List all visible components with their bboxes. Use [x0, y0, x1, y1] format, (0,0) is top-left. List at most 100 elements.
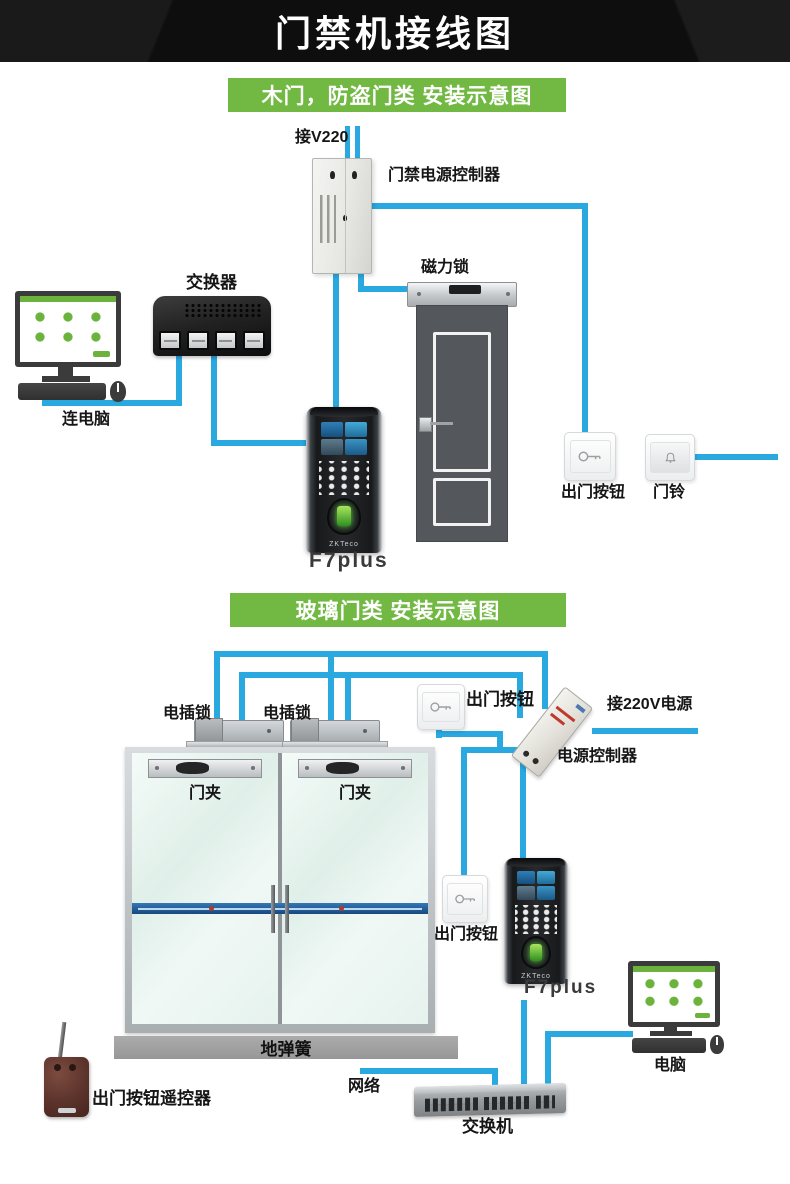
door-clamp-left-label: 门夹	[188, 785, 221, 802]
wire-psu2-to-reader	[520, 762, 526, 865]
monitor2-base	[650, 1031, 692, 1036]
rack-switch-label: 交换机	[462, 1117, 513, 1136]
wire-doorbell	[694, 454, 778, 460]
remote-label: 出门按钮遥控器	[92, 1089, 211, 1108]
remote-button	[53, 1064, 61, 1072]
wire-bus-top-left	[214, 651, 220, 723]
brand-logo: ZKTeco	[329, 540, 359, 548]
wire-220v-a	[345, 126, 350, 162]
door-handle-right	[285, 885, 289, 933]
keyboard2	[632, 1038, 706, 1053]
exit-button-top	[417, 684, 465, 730]
keyboard	[18, 383, 106, 400]
magnetic-lock	[407, 282, 517, 307]
wire-hub-to-reader-v	[211, 354, 217, 446]
wire-pc2-h	[545, 1031, 633, 1037]
app-header-bar	[20, 296, 116, 302]
access-power-controller	[312, 158, 372, 274]
door-panel-upper	[433, 332, 491, 472]
reader-top-cap	[309, 407, 379, 418]
doorbell-button	[645, 434, 695, 481]
exit-button-label: 出门按钮	[561, 484, 626, 501]
hub-vent-holes	[183, 303, 262, 318]
rack-switch	[414, 1083, 566, 1117]
fingerprint-reader-2: ZKTeco	[504, 858, 568, 984]
section2-banner: 玻璃门类 安装示意图	[230, 593, 566, 627]
section1-banner: 木门，防盗门类 安装示意图	[228, 78, 566, 112]
door-clamp-right-label: 门夹	[338, 785, 371, 802]
page-title: 门禁机接线图	[0, 0, 790, 62]
software-screen	[20, 296, 116, 362]
fingerprint-window	[336, 506, 352, 527]
wire-220v-b	[355, 126, 360, 162]
psu-keyhole	[352, 171, 358, 179]
app-icon-grid	[25, 306, 111, 348]
fingerprint-reader: ZKTeco	[306, 407, 382, 553]
wire-reader-to-switch	[521, 1000, 527, 1090]
wire-bus2-h	[239, 672, 523, 678]
power-in-label: 接V220	[295, 129, 349, 146]
door-panel-lower	[433, 478, 491, 526]
network-label: 网络	[348, 1078, 381, 1095]
mouse	[110, 381, 126, 402]
psu-vents	[320, 195, 336, 243]
reader-keypad	[318, 461, 370, 495]
exit-button-door	[442, 875, 488, 923]
door-handle-bar	[430, 422, 453, 425]
wire-pc2-v	[545, 1031, 551, 1090]
bolt-lock-right-label: 电插锁	[263, 705, 312, 722]
psu2-terminal	[522, 749, 531, 759]
maglock-armature	[449, 284, 482, 295]
monitor-stand	[58, 367, 73, 376]
switch-port-group	[483, 1095, 530, 1111]
app-button	[92, 351, 111, 357]
wire-hub-to-pc-h	[42, 400, 182, 406]
remote-antenna	[57, 1021, 67, 1061]
monitor2-stand	[664, 1023, 677, 1031]
exit-button-door-label: 出门按钮	[434, 926, 499, 943]
remote-button	[68, 1064, 76, 1072]
network-hub	[153, 296, 271, 356]
maglock-label: 磁力锁	[421, 259, 470, 276]
computer-label: 连电脑	[62, 411, 111, 428]
glass-door: 门夹 门夹	[125, 747, 435, 1033]
bolt-lock-left-label: 电插锁	[163, 705, 212, 722]
wire-network-v	[492, 1068, 498, 1090]
wire-exitbtn2-v2	[497, 731, 503, 753]
fingerprint-sensor	[326, 497, 362, 536]
bolt-lock-left	[186, 718, 292, 748]
wire-psu-to-maglock-v	[358, 268, 364, 292]
bell-icon	[664, 452, 676, 463]
key-icon	[454, 894, 475, 904]
brand-logo: ZKTeco	[521, 972, 551, 980]
wire-exitbtn2-h	[436, 731, 503, 737]
hub-label: 交换器	[186, 273, 237, 292]
floor-spring-label: 地弹簧	[260, 1040, 312, 1059]
wire-hub-to-reader-h	[211, 440, 308, 446]
bolt-lock-right	[282, 718, 388, 748]
controller-label: 门禁电源控制器	[388, 167, 501, 184]
wire-psu-to-maglock-h	[358, 286, 432, 292]
wire-network-h	[360, 1068, 498, 1074]
wire-bus-top-h	[214, 651, 548, 657]
glass-panel-right: 门夹	[282, 753, 428, 1024]
wooden-door	[416, 305, 508, 542]
mains-label: 接220V电源	[607, 696, 693, 713]
psu-seam	[344, 159, 346, 273]
switch-port-group	[424, 1097, 478, 1112]
exit-button	[564, 432, 616, 481]
door-clamp-right	[298, 759, 412, 778]
wire-bus2-left	[239, 672, 245, 723]
glass-door-frame: 门夹 门夹	[132, 753, 428, 1024]
wire-psu-to-reader	[333, 268, 339, 412]
glass-panel-left: 门夹	[132, 753, 278, 1024]
reader-label: F7plus	[309, 549, 389, 572]
wire-bus-top-right	[542, 651, 548, 709]
controller2-label: 电源控制器	[557, 748, 638, 765]
door-clamp-left	[148, 759, 262, 778]
reader2-label: F7plus	[524, 977, 598, 998]
wire-psu-to-exitbtn-h	[370, 203, 588, 209]
monitor-base	[42, 376, 90, 382]
wire-220v-mains	[592, 728, 698, 734]
exit-button-top-label: 出门按钮	[466, 690, 534, 709]
